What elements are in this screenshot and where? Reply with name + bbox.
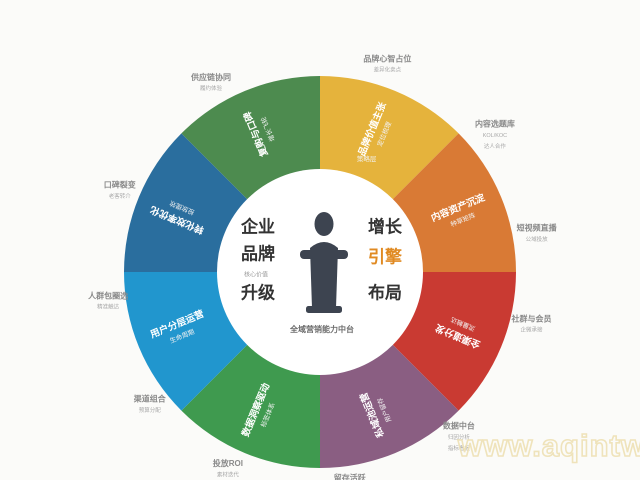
outer-annotation-line: 口碑裂变 [104, 180, 136, 190]
outer-annotation-line: 内容选题库 [475, 118, 515, 128]
wheel-segment-blue-light[interactable] [124, 272, 250, 411]
hub-left-line3: 升级 [241, 282, 275, 302]
outer-annotation-line: 公域投放 [526, 235, 549, 243]
wheel-segment-purple[interactable] [320, 342, 459, 468]
wheel-segment-red[interactable] [390, 272, 516, 411]
hub-left-small: 核心价值 [244, 271, 268, 279]
outer-annotation-line: 履约体验 [200, 84, 223, 92]
hub-left-line2: 品牌 [241, 243, 275, 263]
segments-group [124, 76, 516, 468]
wheel-segment-orange[interactable] [390, 133, 516, 272]
outer-annotation-line: 精准触达 [97, 303, 120, 311]
outer-annotation-line: 供应链协同 [190, 72, 231, 82]
hub-left-line1: 企业 [240, 216, 275, 236]
outer-annotation-line: 短视频直播 [517, 222, 558, 232]
outer-annotation-line: 留存活跃 [334, 473, 367, 480]
outer-annotation: 投放ROI 素材迭代 [213, 458, 243, 478]
outer-annotation-line: 指标看板 [448, 444, 471, 452]
wheel-segment-green-light[interactable] [181, 342, 320, 468]
outer-annotation-line: 预算分配 [139, 406, 162, 414]
segment-inner-tag: 策略层 [357, 154, 377, 163]
outer-annotation-line: 投放ROI [213, 458, 243, 468]
outer-annotation-line: 人群包圈选 [88, 290, 128, 300]
hub-right-line1: 增长 [368, 216, 403, 236]
hub-content: 企业 品牌 核心价值 升级 增长 引擎 布局 全域营销能力中台 [240, 212, 403, 334]
outer-annotation: 内容选题库 KOL/KOC 达人合作 [475, 118, 515, 149]
outer-annotation-line: 品牌心智占位 [363, 53, 411, 63]
outer-annotation: 留存活跃RFM分层 [334, 473, 367, 480]
person-figure-icon [300, 212, 348, 313]
outer-annotation-line: 社群与会员 [511, 313, 552, 323]
wheel-segment-gold[interactable] [320, 76, 459, 202]
outer-annotation-line: 达人合作 [484, 142, 507, 150]
hub-right-accent: 引擎 [368, 246, 403, 266]
outer-annotation-line: 归因分析 [448, 433, 471, 441]
outer-annotation-line: 老客转介 [109, 192, 132, 200]
hub-caption: 全域营销能力中台 [289, 324, 354, 334]
outer-annotation-line: 数据中台 [443, 421, 475, 431]
hub-right-line3: 布局 [368, 282, 402, 302]
outer-annotation-line: KOL/KOC [483, 133, 507, 139]
outer-annotation-line: 渠道组合 [133, 394, 167, 404]
outer-annotation-line: 差异化卖点 [374, 66, 402, 74]
outer-annotation-line: 企微承接 [521, 326, 544, 334]
wheel-segment-green-dark[interactable] [181, 76, 320, 202]
outer-annotation-line: 素材迭代 [217, 471, 240, 479]
wheel-segment-blue-dark[interactable] [124, 133, 250, 272]
watermark: www.aqintw.com [457, 428, 640, 463]
